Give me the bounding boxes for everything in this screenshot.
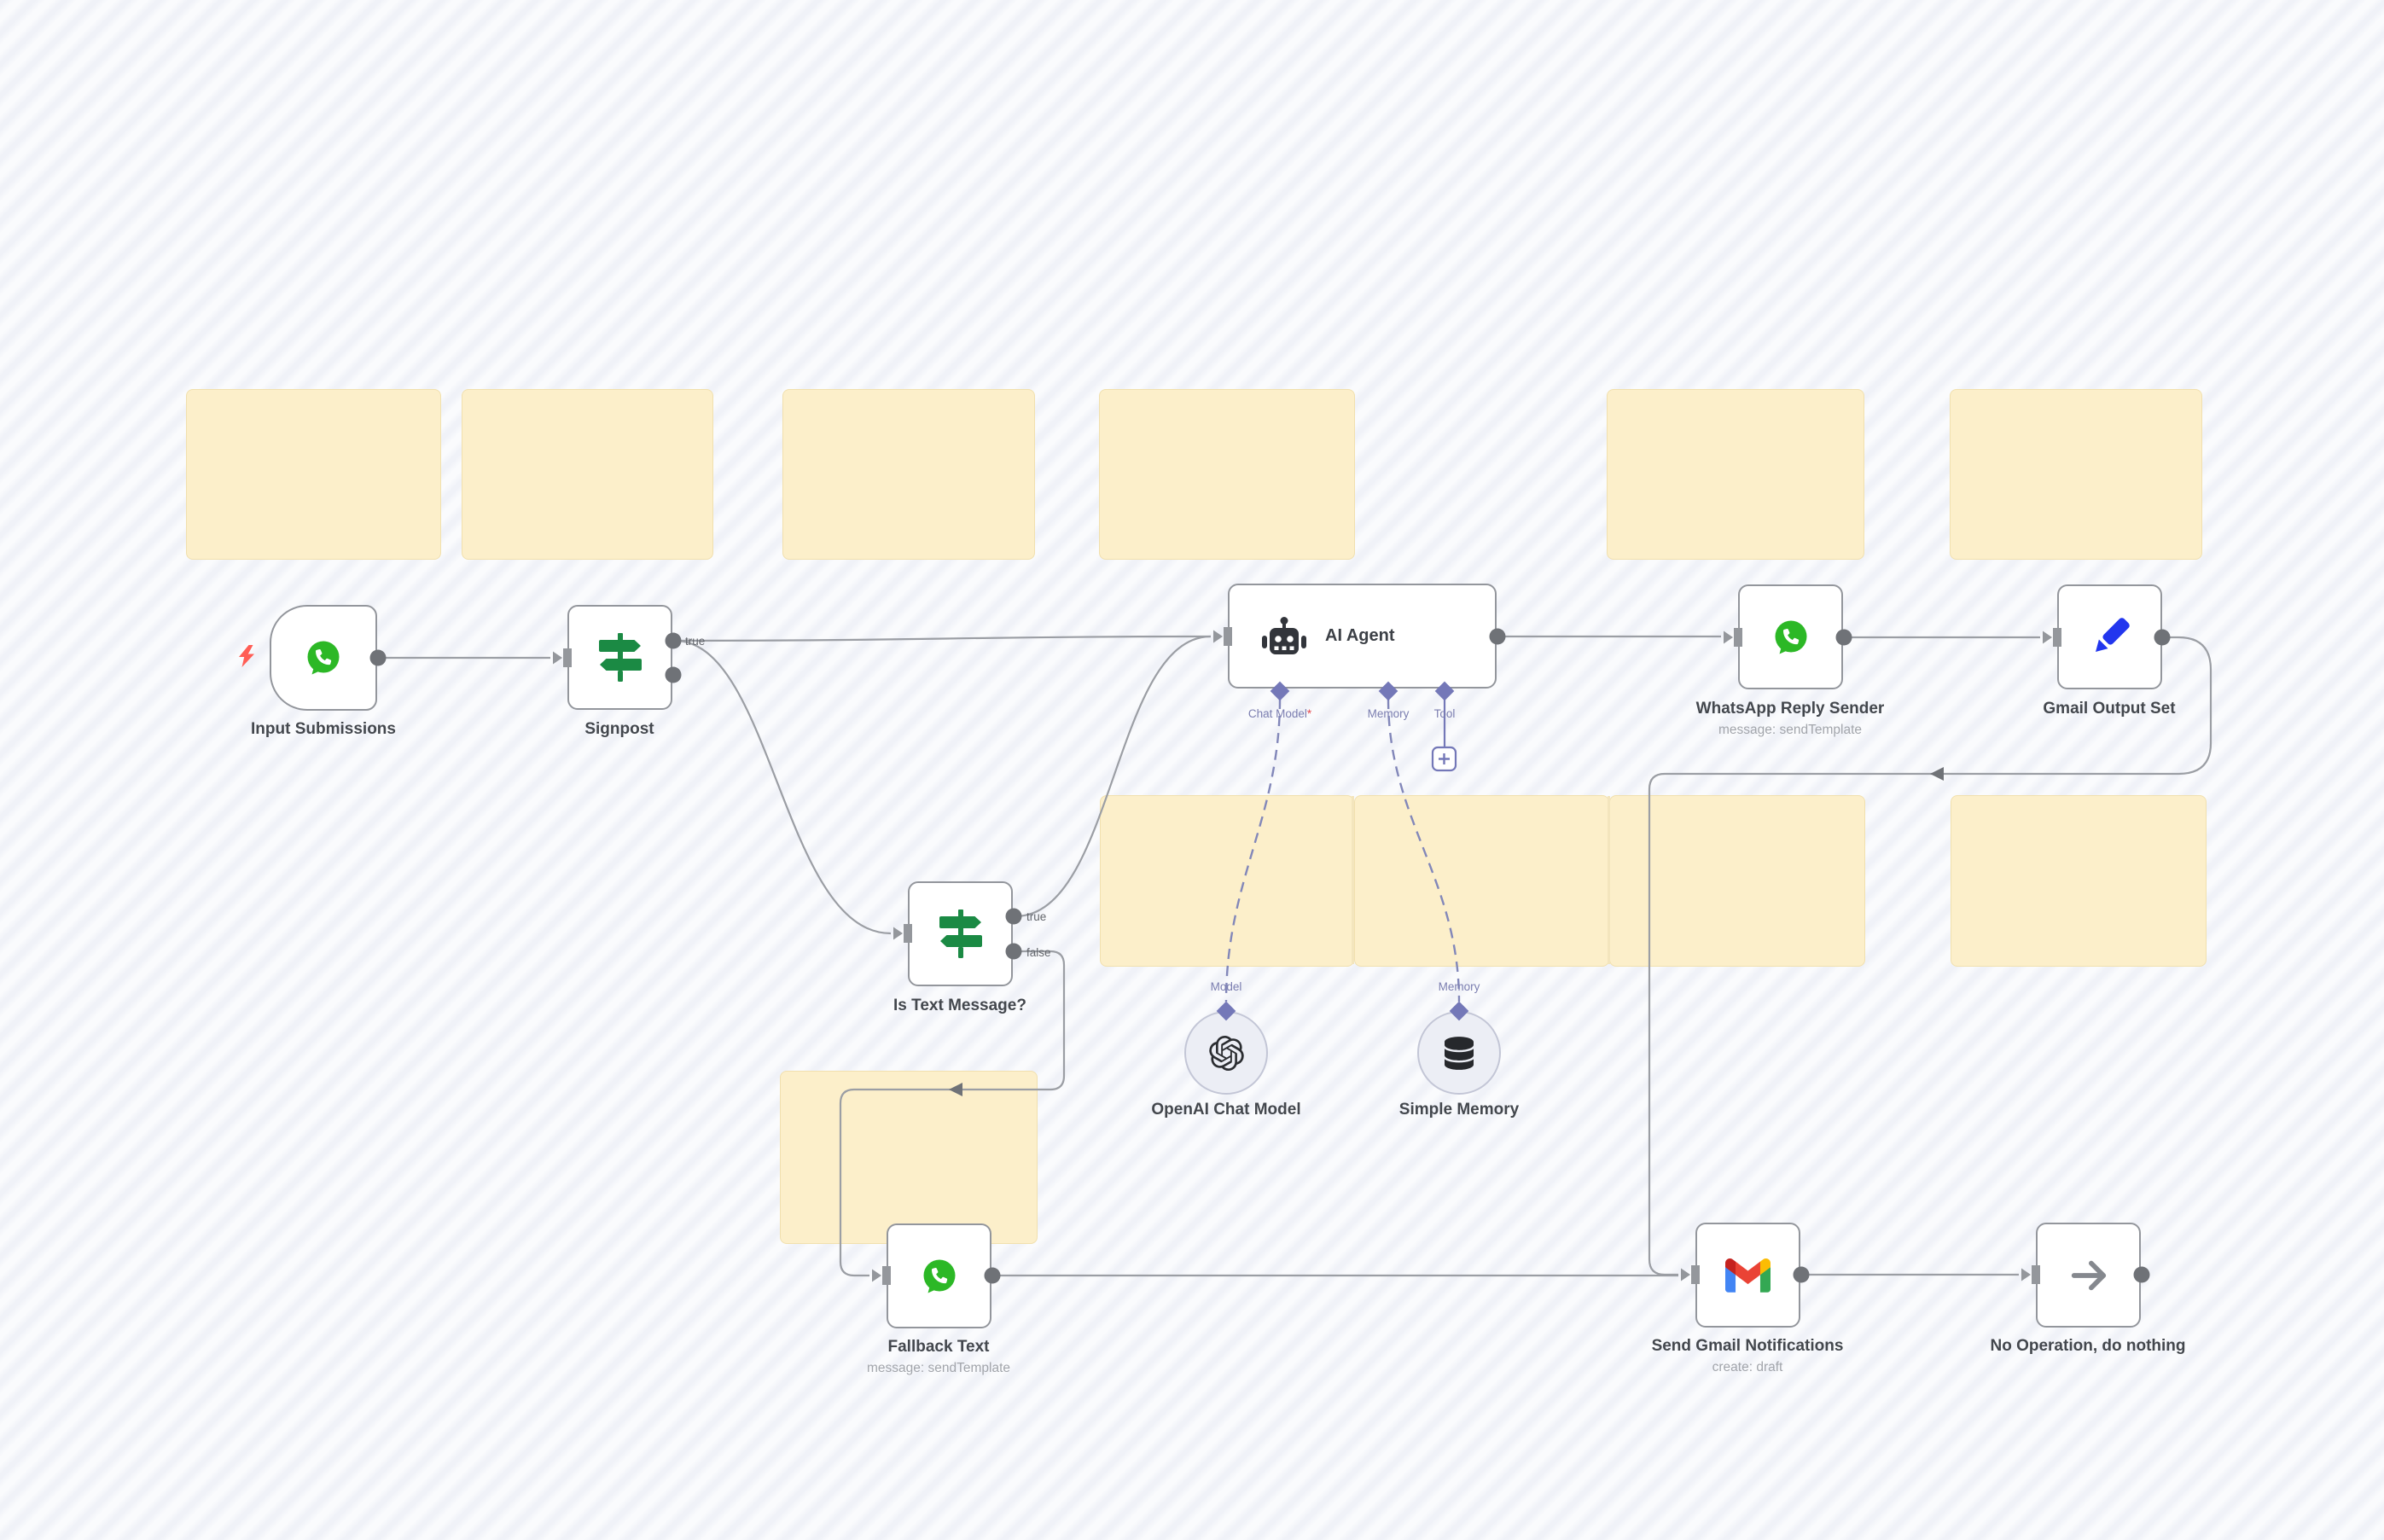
svg-text:Model: Model	[1211, 980, 1242, 993]
svg-text:Memory: Memory	[1368, 707, 1410, 720]
svg-text:Chat Model*: Chat Model*	[1248, 707, 1312, 720]
svg-text:false: false	[1026, 946, 1051, 959]
svg-text:Memory: Memory	[1439, 980, 1480, 993]
svg-text:true: true	[685, 635, 705, 648]
svg-text:true: true	[1026, 910, 1046, 923]
svg-text:Tool: Tool	[1434, 707, 1456, 720]
